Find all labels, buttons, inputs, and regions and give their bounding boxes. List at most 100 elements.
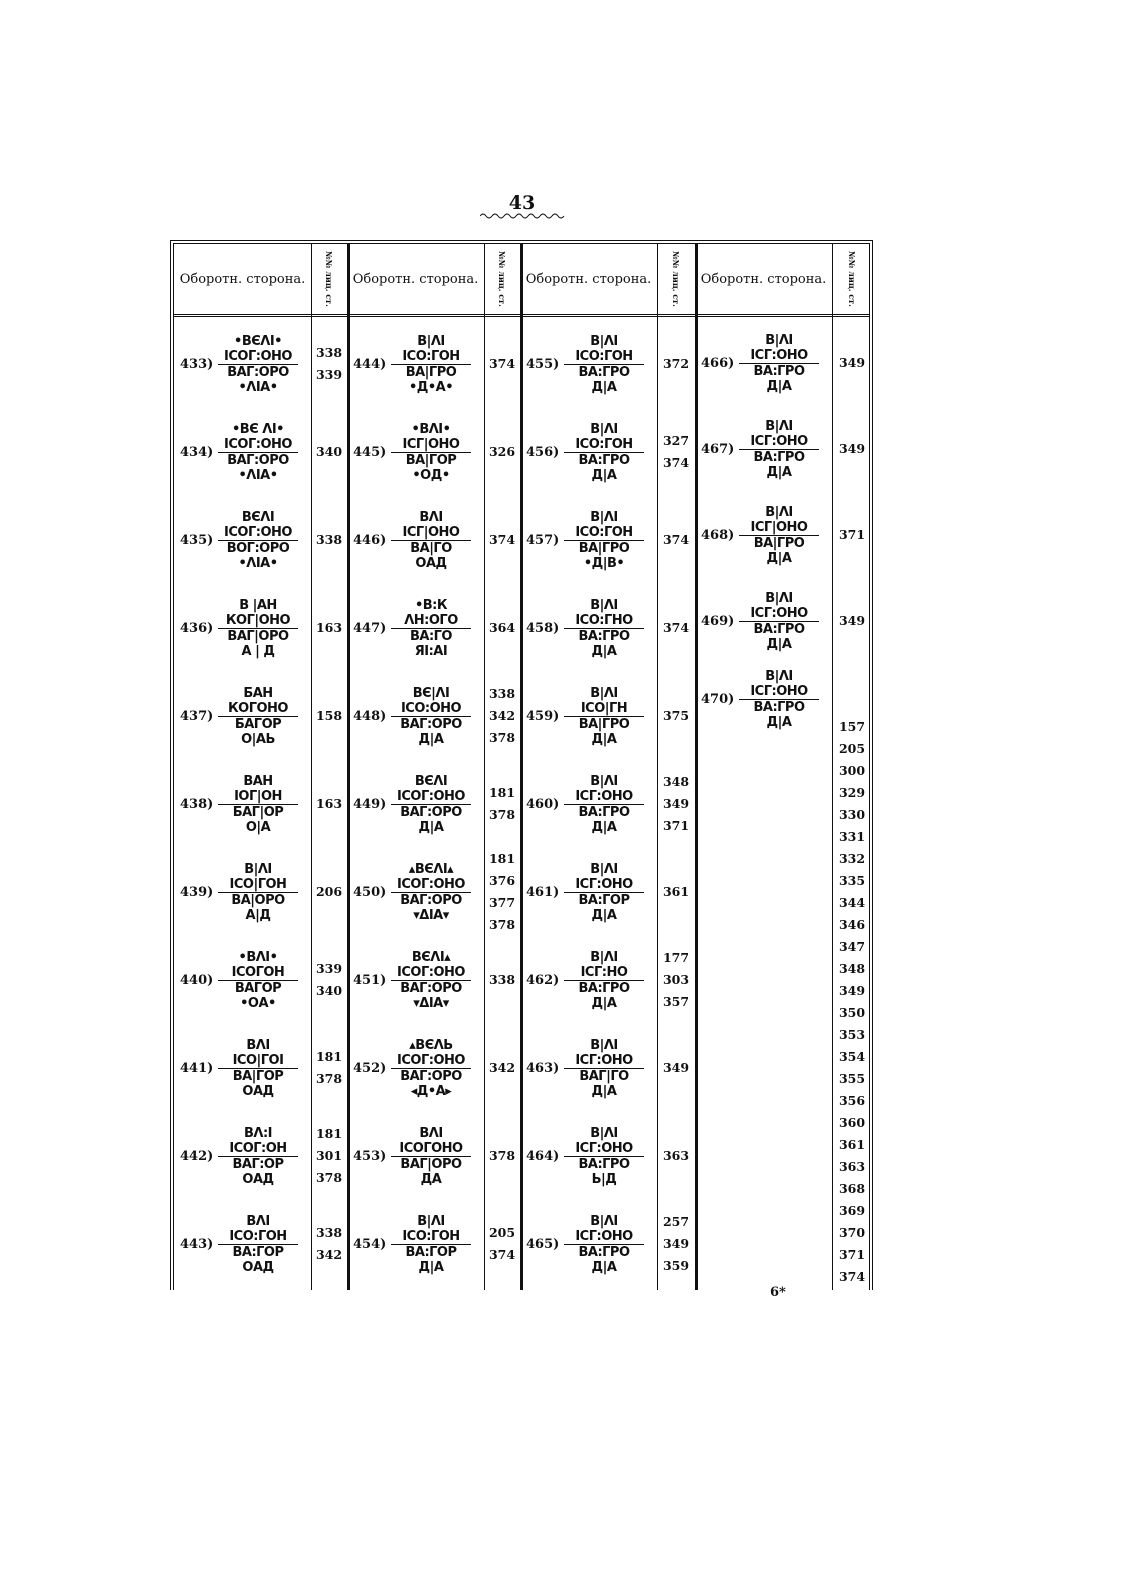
inscription-line: Д|А bbox=[591, 907, 617, 923]
reference-number: 374 bbox=[662, 455, 690, 470]
inscription-line: ІСОГ:ОНО bbox=[218, 525, 298, 541]
inscription-line: ІСГ:ОНО bbox=[739, 434, 819, 450]
inscription-line: ОАД bbox=[242, 1083, 274, 1099]
face-reference-numbers: 361 bbox=[657, 881, 695, 903]
entry-number: 433) bbox=[180, 356, 214, 372]
reference-number: 205 bbox=[488, 1225, 516, 1240]
inscription-line: ІСГ:ОНО bbox=[564, 1229, 644, 1245]
inscription-line: ІСГ|ОНО bbox=[739, 520, 819, 536]
inscription-line: ІОГ|ОН bbox=[218, 789, 298, 805]
reference-number: 368 bbox=[838, 1181, 866, 1196]
inscription-line: ІСГ|ОНО bbox=[391, 437, 471, 453]
inscription-line: ВА:ГОР bbox=[578, 892, 630, 908]
inscription-line: •ΛΙΑ• bbox=[238, 555, 278, 571]
face-reference-numbers: 349 bbox=[657, 1057, 695, 1079]
reference-number: 163 bbox=[315, 796, 343, 811]
entry-number: 466) bbox=[701, 355, 735, 371]
reference-number: 177 bbox=[662, 950, 690, 965]
reference-number: 364 bbox=[488, 620, 516, 635]
reference-number: 326 bbox=[488, 444, 516, 459]
header-obverse-side: Оборотн. сторона. bbox=[352, 271, 479, 287]
inscription-line: ІСО:ГОН bbox=[218, 1229, 298, 1245]
inscription-line: ВЄΛΙ▴ bbox=[411, 949, 451, 965]
inscription-line: ВΛΙ bbox=[419, 509, 443, 525]
reference-number: 374 bbox=[662, 532, 690, 547]
entry-number: 435) bbox=[180, 532, 214, 548]
face-reference-numbers: 342 bbox=[484, 1057, 520, 1079]
inscription-line: В|ΛΙ bbox=[590, 1037, 618, 1053]
inscription-line: В|ΛΙ bbox=[244, 861, 272, 877]
inscription-line: ВΛΙ bbox=[246, 1213, 270, 1229]
inscription-line: ДА bbox=[420, 1171, 442, 1187]
reference-number: 339 bbox=[315, 961, 343, 976]
reference-number: 349 bbox=[838, 355, 866, 370]
inscription-line: ВΛΙ bbox=[419, 1125, 443, 1141]
reference-number: 361 bbox=[838, 1137, 866, 1152]
column-divider bbox=[484, 244, 485, 1290]
reference-number: 354 bbox=[838, 1049, 866, 1064]
inscription-line: ІСОГОНО bbox=[391, 1141, 471, 1157]
entry-number: 463) bbox=[526, 1060, 560, 1076]
reference-number: 338 bbox=[488, 972, 516, 987]
reference-number: 349 bbox=[662, 1060, 690, 1075]
face-reference-numbers: 374 bbox=[484, 353, 520, 375]
signature-mark: 6* bbox=[770, 1285, 786, 1300]
inscription-line: ІСГ:ОНО bbox=[564, 1053, 644, 1069]
page-number: 43 bbox=[508, 192, 536, 214]
inscription-line: Д|А bbox=[418, 819, 444, 835]
column-divider bbox=[520, 244, 523, 1290]
entry-number: 446) bbox=[353, 532, 387, 548]
reference-number: 338 bbox=[315, 532, 343, 547]
reference-number: 370 bbox=[838, 1225, 866, 1240]
face-reference-numbers: 374 bbox=[657, 617, 695, 639]
inscription-line: ВЄ|ΛΙ bbox=[412, 685, 450, 701]
reference-number: 181 bbox=[315, 1049, 343, 1064]
reference-number: 378 bbox=[488, 917, 516, 932]
header-row-border bbox=[174, 244, 869, 317]
inscription-line: ВА:ГОР bbox=[405, 1244, 457, 1260]
inscription-line: •ОД• bbox=[412, 467, 450, 483]
reference-number: 355 bbox=[838, 1071, 866, 1086]
inscription-line: Д|А bbox=[766, 714, 792, 730]
reference-number: 340 bbox=[315, 983, 343, 998]
inscription-line: ОАД bbox=[242, 1259, 274, 1275]
entry-number: 438) bbox=[180, 796, 214, 812]
entry-number: 450) bbox=[353, 884, 387, 900]
inscription-line: ВА:ГОР bbox=[232, 1244, 284, 1260]
inscription-line: ВАГ|ОРО bbox=[227, 628, 289, 644]
entry-number: 448) bbox=[353, 708, 387, 724]
header-obverse-side: Оборотн. сторона. bbox=[700, 271, 827, 287]
inscription-line: ВА|ГРО bbox=[578, 716, 630, 732]
face-reference-numbers: 338 bbox=[311, 529, 347, 551]
inscription-line: ▴ВЄΛΙ▴ bbox=[408, 861, 454, 877]
inscription-line: Д|А bbox=[766, 378, 792, 394]
inscription-line: Д|А bbox=[591, 995, 617, 1011]
